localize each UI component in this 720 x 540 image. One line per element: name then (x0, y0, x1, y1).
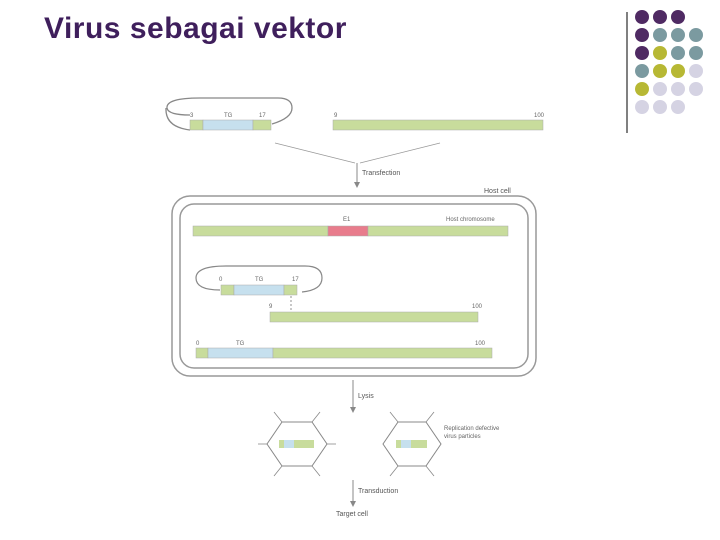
decorative-dot (635, 64, 649, 78)
transfection-label: Transfection (362, 170, 400, 177)
e1-label: E1 (343, 217, 351, 223)
decorative-dot (653, 100, 667, 114)
decorative-dot (689, 64, 703, 78)
inner-plasmid-left-flank (220, 284, 235, 296)
recombinant-transgene (207, 347, 274, 359)
decorative-dot (671, 100, 685, 114)
top-viral-dna: 9 100 (332, 113, 545, 131)
target-cell-label: Target cell (336, 511, 368, 518)
virus-particle-right (382, 411, 442, 477)
decorative-dot (689, 82, 703, 96)
top-plasmid-end-label: 17 (259, 113, 266, 119)
inner-plasmid-backbone (195, 265, 323, 293)
top-viral-dna-bar (332, 119, 544, 131)
decorative-dot (635, 100, 649, 114)
inner-viral-start-label: 9 (269, 304, 273, 310)
recombinant-start-label: 0 (196, 341, 200, 347)
page-title: Virus sebagai vektor (44, 12, 347, 45)
host-chromosome-right (367, 225, 509, 237)
inner-plasmid-end-label: 17 (292, 277, 299, 283)
decorative-dot (653, 46, 667, 60)
converge-line-right (359, 142, 441, 164)
top-viral-start-label: 9 (334, 113, 338, 119)
decorative-dot (653, 10, 667, 24)
virus-particles-label-line1: Replication defective (444, 426, 500, 432)
virus-particles-label-line2: virus particles (444, 434, 481, 440)
lysis-label: Lysis (358, 393, 374, 400)
host-cell-inner-membrane (179, 203, 529, 369)
top-plasmid: 3 TG 17 (165, 97, 293, 131)
e1-region (327, 225, 369, 237)
decorative-dot (689, 28, 703, 42)
top-plasmid-tg-label: TG (224, 113, 233, 119)
decorative-dot (653, 28, 667, 42)
top-plasmid-right-flank (252, 119, 272, 131)
decorative-dot (653, 82, 667, 96)
decorative-dot (671, 28, 685, 42)
converge-line-left (274, 142, 356, 164)
virus-particle-left (258, 411, 336, 477)
host-cell-outer-membrane (171, 195, 537, 377)
host-cell: Host cell E1 Host chromosome 0 TG 17 9 1… (171, 188, 537, 377)
recombinant-end-label: 100 (475, 341, 486, 347)
decorative-dot (689, 46, 703, 60)
inner-viral-dna-bar (269, 311, 479, 323)
transduction-label: Transduction (358, 488, 398, 495)
decorative-dot (635, 46, 649, 60)
decorative-dot (635, 28, 649, 42)
recombinant-viral-region (272, 347, 493, 359)
inner-viral-end-label: 100 (472, 304, 483, 310)
top-plasmid-transgene (202, 119, 254, 131)
host-chromosome-left (192, 225, 329, 237)
decorative-dot (671, 64, 685, 78)
host-chromosome-label: Host chromosome (446, 217, 495, 223)
recombinant-tg-label: TG (236, 341, 245, 347)
decorative-dot (653, 64, 667, 78)
recombinant-left-flank (195, 347, 209, 359)
inner-plasmid-right-flank (283, 284, 298, 296)
decorative-dot (671, 82, 685, 96)
inner-plasmid-tg-label: TG (255, 277, 264, 283)
top-plasmid-start-label: 3 (190, 113, 194, 119)
decorative-dot (635, 10, 649, 24)
decorative-dot (671, 46, 685, 60)
decorative-dot (635, 82, 649, 96)
host-cell-label: Host cell (484, 188, 511, 195)
inner-plasmid-start-label: 0 (219, 277, 223, 283)
top-viral-end-label: 100 (534, 113, 545, 119)
top-plasmid-left-flank (189, 119, 204, 131)
inner-plasmid-transgene (233, 284, 285, 296)
decorative-dot (671, 10, 685, 24)
